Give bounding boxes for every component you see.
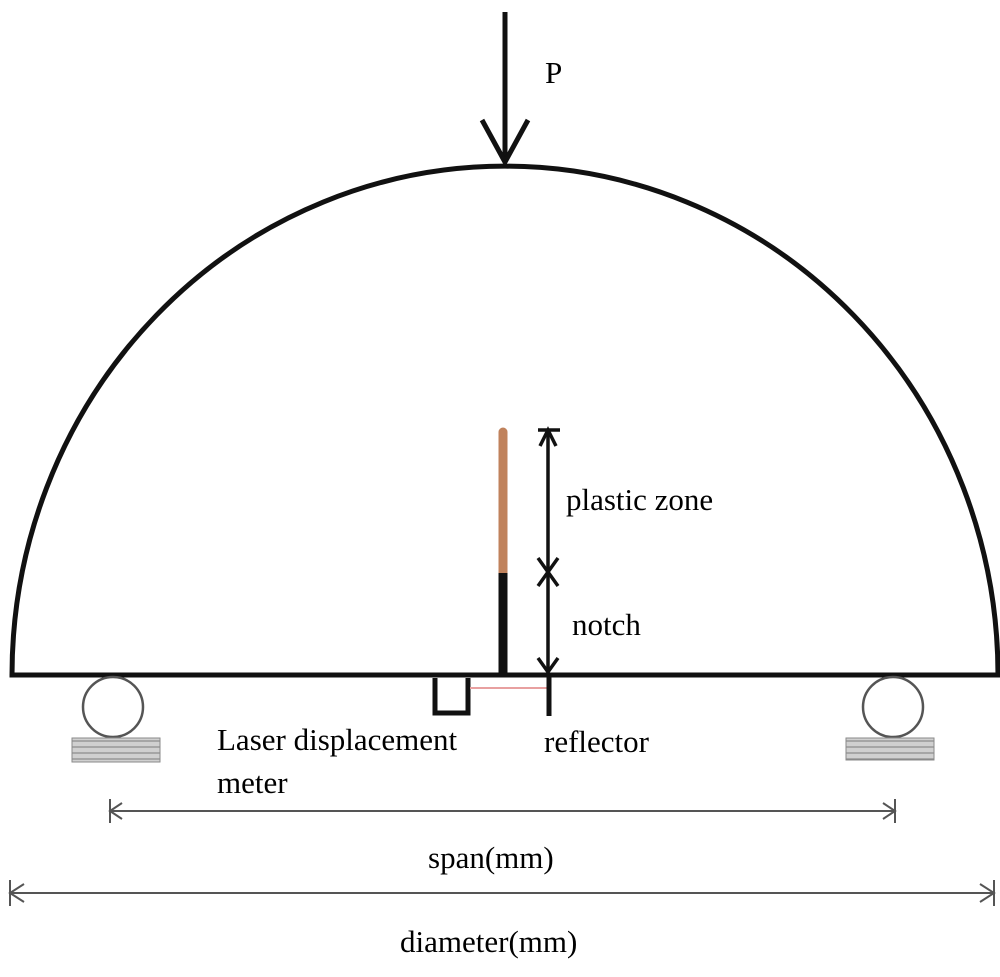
diameter-label: diameter(mm) [400,924,577,959]
left-support [71,675,161,763]
reflector-label: reflector [544,724,650,759]
plastic-zone-label: plastic zone [566,482,713,517]
right-support [845,675,935,761]
span-label: span(mm) [428,840,554,875]
diameter-dimension-line [8,880,996,906]
left-support-roller [81,675,145,739]
crack-dimension-markers [536,426,560,676]
laser-displacement-meter [432,678,471,716]
laser-meter-label-line2: meter [217,765,288,800]
load-arrow [479,12,531,168]
notch-label: notch [572,607,641,642]
semicircular-specimen [9,163,1000,678]
right-support-base [845,737,935,761]
left-support-base [71,737,161,763]
load-label: P [545,55,562,90]
span-dimension-line [108,799,897,823]
right-support-roller [861,675,925,739]
laser-meter-label-line1: Laser displacement [217,722,458,757]
